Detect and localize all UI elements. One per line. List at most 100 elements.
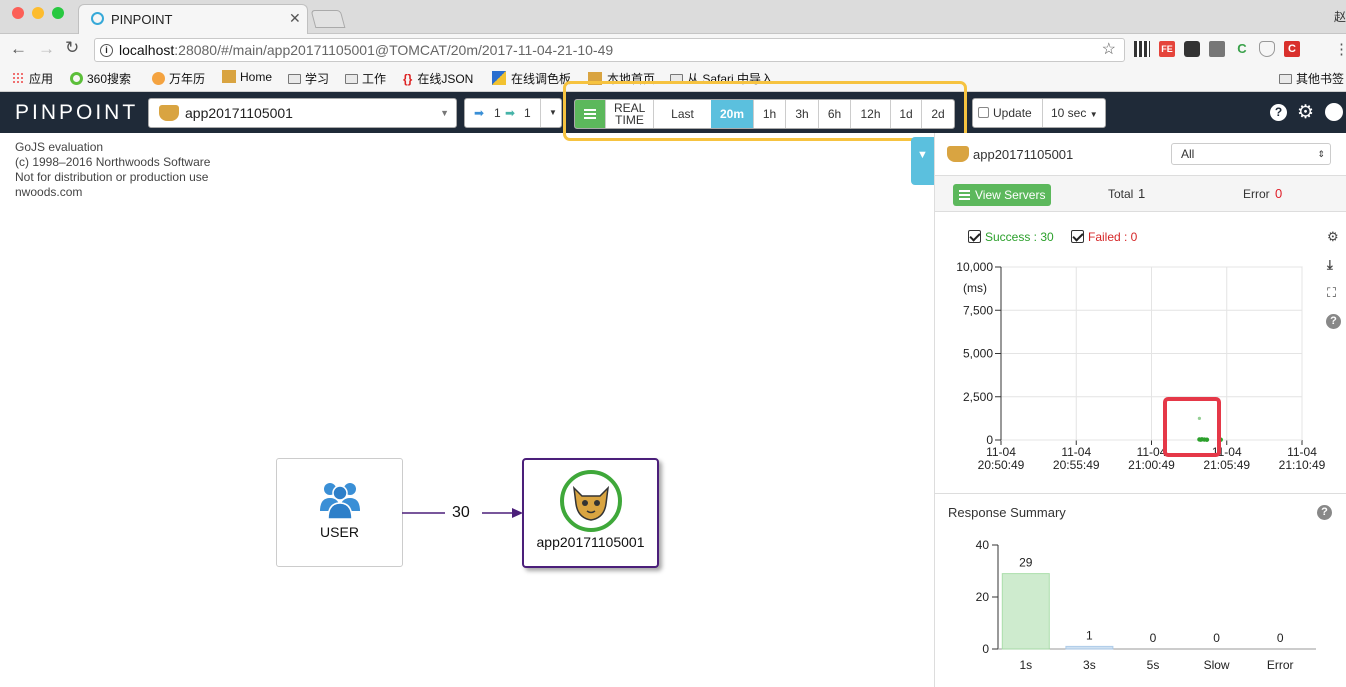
- forward-icon[interactable]: →: [38, 39, 55, 58]
- inbound-arrow-icon: ➡: [474, 106, 485, 120]
- range-20m[interactable]: 20m: [711, 100, 753, 128]
- github-icon[interactable]: [1325, 103, 1343, 121]
- bookmark-json[interactable]: {}在线JSON: [403, 72, 474, 86]
- bookmark-calendar[interactable]: 万年历: [152, 70, 205, 87]
- range-6h[interactable]: 6h: [818, 100, 850, 128]
- help-icon[interactable]: ?: [1317, 505, 1332, 520]
- list-icon: [584, 109, 596, 119]
- help-icon[interactable]: ?: [1326, 314, 1341, 329]
- tab-close-icon[interactable]: ✕: [289, 10, 301, 26]
- address-toolbar: ← → ↻ i localhost:28080/#/main/app201711…: [0, 34, 1346, 66]
- scatter-settings-gear-icon[interactable]: ⚙: [1327, 229, 1339, 244]
- range-2d[interactable]: 2d: [921, 100, 954, 128]
- agent-filter-select[interactable]: All ⇕: [1171, 143, 1331, 165]
- bookmark-color[interactable]: 在线调色板: [492, 70, 571, 87]
- braces-icon: {}: [403, 72, 413, 86]
- calendar-icon: [152, 72, 165, 85]
- box-icon[interactable]: [1209, 41, 1225, 57]
- bookmark-other[interactable]: 其他书签: [1279, 70, 1344, 87]
- x-tick-label-date: 11-04: [1287, 445, 1317, 459]
- update-toggle[interactable]: Update: [973, 99, 1043, 127]
- y-tick-label: 7,500: [963, 303, 993, 317]
- view-servers-button[interactable]: View Servers: [953, 184, 1051, 206]
- server-summary-row: View Servers Total 1 Error 0: [935, 176, 1346, 212]
- response-summary-title: Response Summary: [948, 505, 1066, 520]
- apps-grid-icon: [12, 72, 24, 84]
- panel-app-header: app20171105001 All ⇕: [935, 133, 1346, 176]
- agent-count-select[interactable]: ➡ 1 ➡ 1 ▼: [464, 98, 562, 128]
- info-icon[interactable]: i: [100, 44, 113, 57]
- summary-bar: [1001, 573, 1050, 650]
- url-path: :28080/#/main/app20171105001@TOMCAT/20m/…: [174, 42, 614, 58]
- success-toggle[interactable]: Success : 30: [968, 230, 1054, 244]
- summary-bar-value: 0: [1213, 631, 1220, 645]
- c-icon[interactable]: C: [1237, 41, 1247, 56]
- notice-line: GoJS evaluation: [15, 140, 104, 154]
- scatter-highlight: [1163, 397, 1221, 457]
- failed-checkbox[interactable]: [1071, 230, 1084, 243]
- back-icon[interactable]: ←: [10, 39, 27, 58]
- scatter-point: [1197, 416, 1202, 420]
- reload-icon[interactable]: ↻: [65, 38, 80, 57]
- application-select-value: app20171105001: [185, 105, 293, 121]
- browser-tab-bar: PINPOINT ✕ 赵: [0, 0, 1346, 34]
- help-icon[interactable]: ?: [1270, 104, 1287, 121]
- pinpoint-logo[interactable]: PINPOINT: [15, 101, 139, 124]
- new-tab-button[interactable]: [310, 10, 346, 28]
- expand-icon[interactable]: ⛶: [1327, 285, 1337, 300]
- pinpoint-favicon-icon: [91, 12, 104, 25]
- bookmark-folder-work[interactable]: 工作: [345, 70, 386, 87]
- fe-icon[interactable]: FE: [1159, 41, 1175, 57]
- range-12h[interactable]: 12h: [850, 100, 890, 128]
- update-checkbox[interactable]: [978, 107, 989, 118]
- summary-bar-value: 29: [1019, 556, 1033, 570]
- success-checkbox[interactable]: [968, 230, 981, 243]
- browser-tab[interactable]: PINPOINT ✕: [78, 4, 308, 34]
- c-red-icon[interactable]: C: [1284, 41, 1300, 57]
- minimize-window-icon[interactable]: [32, 7, 44, 19]
- qr-icon[interactable]: [1134, 41, 1150, 57]
- folder-icon: [345, 74, 358, 84]
- bookmark-360[interactable]: 360搜索: [70, 70, 131, 87]
- time-range-highlight: [563, 81, 967, 141]
- bookmark-star-icon[interactable]: ☆: [1101, 41, 1116, 58]
- y-tick-label: 2,500: [963, 390, 993, 404]
- range-1d[interactable]: 1d: [890, 100, 921, 128]
- chevron-down-icon[interactable]: ▼: [549, 108, 557, 117]
- user-node-label: USER: [320, 524, 359, 540]
- chevron-down-icon: ▼: [917, 149, 928, 161]
- chevron-down-icon: ▼: [440, 108, 449, 118]
- shield-icon[interactable]: [1259, 41, 1275, 57]
- menu-kebab-icon[interactable]: ⋮: [1334, 41, 1346, 58]
- bookmark-apps[interactable]: 应用: [12, 70, 53, 87]
- y-tick-label: 10,000: [956, 260, 993, 274]
- info-panel: app20171105001 All ⇕ View Servers Total …: [934, 133, 1346, 687]
- range-1h[interactable]: 1h: [753, 100, 785, 128]
- range-last5m[interactable]: Last 5m: [653, 100, 711, 128]
- download-icon[interactable]: ⤓: [1327, 257, 1333, 272]
- call-count-label[interactable]: 30: [452, 504, 470, 521]
- tomcat-icon: [559, 470, 622, 532]
- url-host: localhost: [119, 42, 175, 58]
- zoom-window-icon[interactable]: [52, 7, 64, 19]
- settings-gear-icon[interactable]: ⚙: [1297, 102, 1315, 123]
- chat-icon[interactable]: [1184, 41, 1200, 57]
- failed-toggle[interactable]: Failed : 0: [1071, 230, 1137, 244]
- app-node[interactable]: app20171105001: [522, 458, 659, 568]
- range-list-button[interactable]: [575, 100, 605, 128]
- close-window-icon[interactable]: [12, 7, 24, 19]
- bookmark-home[interactable]: Home: [222, 70, 272, 84]
- bookmark-folder-study[interactable]: 学习: [288, 70, 329, 87]
- range-3h[interactable]: 3h: [785, 100, 818, 128]
- outbound-count: 1: [524, 106, 531, 120]
- user-node[interactable]: USER: [276, 458, 403, 567]
- summary-category-label: 1s: [1019, 658, 1032, 672]
- url-field[interactable]: i localhost:28080/#/main/app20171105001@…: [94, 38, 1125, 62]
- response-scatter-chart[interactable]: 11-0420:50:4911-0420:55:4911-0421:00:491…: [935, 253, 1325, 493]
- profile-label[interactable]: 赵: [1334, 10, 1346, 24]
- application-select[interactable]: app20171105001 ▼: [148, 98, 457, 128]
- interval-select[interactable]: 10 sec ▼: [1051, 106, 1098, 120]
- panel-collapse-button[interactable]: ▼: [911, 137, 934, 185]
